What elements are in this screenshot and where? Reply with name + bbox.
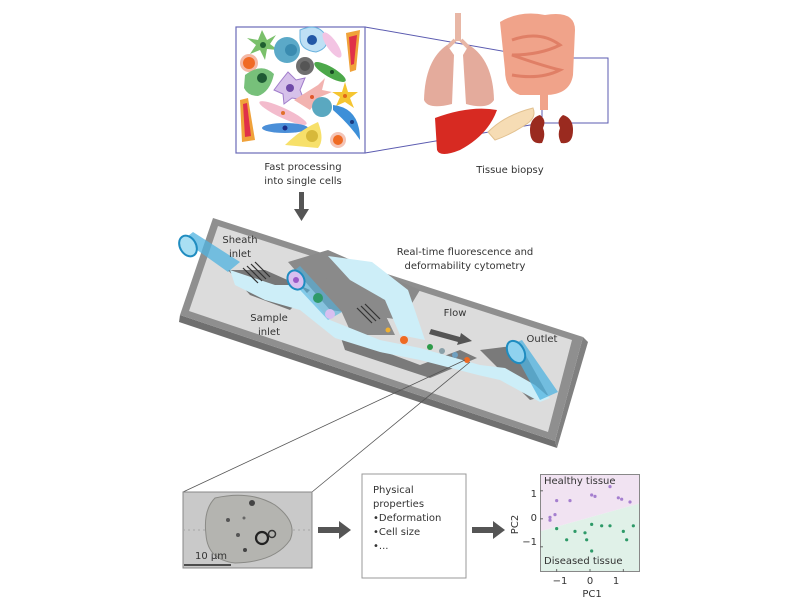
tissue-biopsy-caption: Tissue biopsy [476, 165, 544, 176]
caption-line: into single cells [264, 176, 342, 187]
pca-scatter-plot: Healthy tissue Diseased tissue [540, 474, 640, 572]
chip-title-line: deformability cytometry [404, 261, 526, 272]
caption-line: Fast processing [264, 162, 342, 173]
tissue-biopsy-organs [424, 13, 575, 154]
healthy-point [616, 496, 620, 500]
property-item: •Deformation [373, 513, 442, 524]
diseased-point [608, 524, 612, 528]
healthy-point [590, 493, 594, 497]
property-item: •Cell size [373, 527, 421, 538]
diseased-point [583, 531, 587, 535]
sheath-inlet-tube-icon [178, 232, 240, 272]
diseased-point [565, 538, 569, 542]
healthy-point [548, 515, 552, 519]
x-tick-label: 1 [612, 576, 620, 587]
x-tick-label: 0 [586, 576, 594, 587]
diseased-point [625, 538, 629, 542]
kidneys-icon [530, 115, 573, 144]
liver-icon [435, 108, 497, 154]
label-line: inlet [258, 327, 280, 338]
flow-label: Flow [443, 308, 467, 319]
single-cells-panel [235, 26, 366, 154]
amoeboid-cell-icon [244, 68, 274, 96]
diseased-point [585, 538, 589, 542]
diseased-point [631, 524, 635, 528]
physical-properties-box [361, 473, 467, 579]
right-arrow-icon-1 [318, 521, 351, 539]
diseased-point [600, 524, 604, 528]
healthy-tissue-annotation: Healthy tissue [544, 476, 616, 487]
fluid-channel [230, 270, 550, 402]
cell-illustrations [240, 26, 360, 148]
healthy-point [593, 494, 597, 498]
diseased-point [621, 529, 625, 533]
x-tick-label: −1 [552, 576, 568, 587]
y-axis-label: PC2 [510, 514, 522, 535]
label-line: Sheath [222, 235, 258, 246]
diseased-point [590, 522, 594, 526]
elongated-cell-icon [322, 32, 342, 58]
intestines-icon [500, 13, 575, 110]
outlet-tube-icon [505, 339, 558, 400]
flow-arrow-icon [429, 329, 472, 345]
healthy-point [568, 499, 572, 503]
filter-posts [242, 261, 381, 324]
healthy-point [555, 499, 559, 503]
chip-title: Real-time fluorescence and deformability… [385, 246, 545, 274]
label-line: Sample [250, 313, 288, 324]
right-arrow-icon-2 [472, 521, 505, 539]
chip-front-edge [179, 315, 557, 448]
pancreas-icon [487, 107, 535, 141]
diseased-tissue-annotation: Diseased tissue [544, 556, 623, 567]
diseased-region [540, 503, 640, 572]
down-arrow-icon [294, 192, 309, 221]
y-tick-label: 0 [530, 513, 537, 524]
y-tick-label: 1 [530, 489, 537, 500]
scale-bar-label: 10 μm [195, 551, 228, 562]
label-line: inlet [229, 249, 251, 260]
teardrop-cell-icon [349, 35, 357, 65]
magnify-line-left [182, 359, 466, 493]
diseased-point [555, 527, 559, 531]
properties-title: properties [373, 499, 425, 510]
diseased-point [573, 529, 577, 533]
magnify-line-right [311, 361, 471, 493]
pca-plot-area [540, 474, 640, 572]
cell-green [427, 344, 433, 350]
property-item: •... [373, 541, 389, 552]
sample-inlet-label: Sample inlet [247, 312, 291, 340]
chip-right-edge [555, 337, 588, 448]
outlet-label: Outlet [526, 334, 558, 345]
diseased-point [590, 549, 594, 553]
single-cells-caption: Fast processing into single cells [248, 161, 358, 189]
y-tick-label: −1 [522, 537, 537, 548]
sample-inlet-tube-icon [286, 266, 342, 320]
x-axis-label: PC1 [582, 589, 602, 600]
chip-title-line: Real-time fluorescence and [396, 247, 534, 258]
cell-micrograph [182, 491, 313, 569]
healthy-point [548, 518, 552, 522]
properties-title: Physical [373, 485, 414, 496]
lungs-icon [424, 13, 494, 107]
healthy-point [553, 513, 557, 517]
healthy-point [628, 500, 632, 504]
healthy-point [608, 485, 612, 489]
microfluidic-chip [178, 218, 588, 448]
healthy-region [540, 474, 640, 532]
cell-orange [464, 357, 470, 363]
physical-properties-list: Physical properties •Deformation •Cell s… [373, 484, 463, 554]
sheath-inlet-label: Sheath inlet [218, 234, 262, 262]
healthy-point [620, 497, 624, 501]
